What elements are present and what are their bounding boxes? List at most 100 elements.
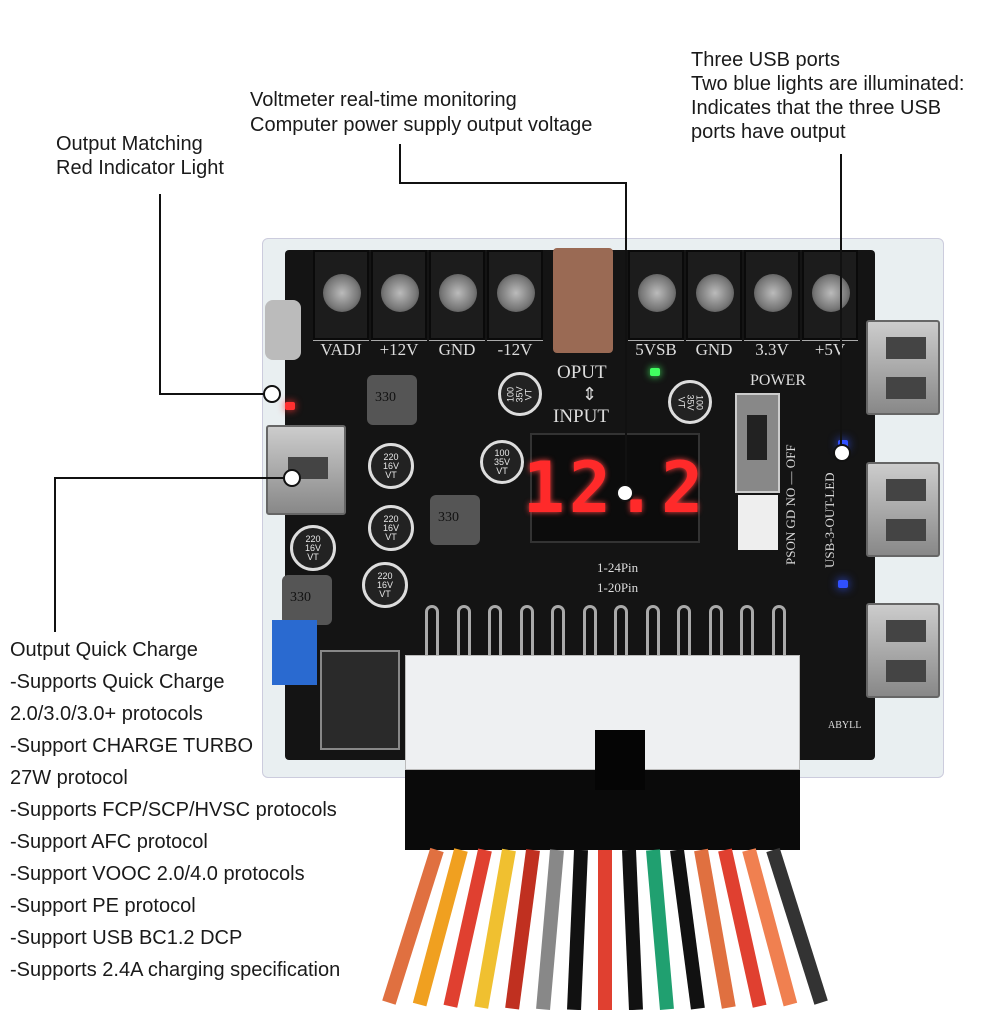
wire [536, 849, 564, 1010]
callout-line [625, 182, 627, 487]
caption-line: Red Indicator Light [56, 157, 224, 179]
callout-line [840, 154, 842, 449]
red-led [285, 402, 295, 410]
caption-quick-charge: Output Quick Charge -Supports Quick Char… [10, 634, 340, 986]
capacitor: 220 16V VT [290, 525, 336, 571]
capacitor-label: 220 16V VT [382, 451, 399, 480]
usb-port-1 [866, 320, 940, 415]
inductor: 330 [282, 575, 332, 625]
oput-label: OPUT [557, 362, 607, 383]
screw-icon [812, 274, 850, 312]
capacitor-label: 220 16V VT [376, 570, 393, 599]
caption-output-matching: Output Matching Red Indicator Light [56, 132, 224, 180]
usb-c-port [265, 300, 301, 360]
terminal-label: 5VSB [628, 340, 684, 359]
usb-led-label: USB-3-OUT-LED [822, 472, 837, 568]
callout-line [54, 477, 56, 632]
caption-line: -Supports Quick Charge [10, 671, 225, 693]
usb-port-2 [866, 462, 940, 557]
caption-voltmeter: Voltmeter real-time monitoring Computer … [250, 88, 592, 138]
caption-line: ports have output [691, 121, 846, 143]
pin [551, 605, 565, 660]
caption-line: 2.0/3.0/3.0+ protocols [10, 703, 203, 725]
capacitor-label: 100 35V VT [505, 386, 534, 403]
screw-icon [439, 274, 477, 312]
terminal-label: VADJ [313, 340, 369, 359]
terminal-3v3 [744, 250, 800, 340]
terminal-gnd2 [686, 250, 742, 340]
capacitor [553, 248, 613, 353]
usb-port-3 [866, 603, 940, 698]
connector-2pin [738, 495, 778, 550]
terminal-label: -12V [487, 340, 543, 359]
switch-label: PSON GD NO — OFF [783, 444, 798, 565]
power-switch[interactable] [735, 393, 780, 493]
terminal-label: GND [686, 340, 742, 359]
caption-line: -Support AFC protocol [10, 831, 208, 853]
callout-dot [283, 469, 301, 487]
capacitor: 220 16V VT [368, 443, 414, 489]
terminal-12v [371, 250, 427, 340]
caption-line: -Support PE protocol [10, 895, 196, 917]
screw-icon [638, 274, 676, 312]
pin [488, 605, 502, 660]
pin [519, 605, 534, 660]
capacitor-label: 220 16V VT [304, 533, 321, 562]
callout-dot [616, 484, 634, 502]
callout-dot [833, 444, 851, 462]
callout-line [399, 144, 401, 184]
potentiometer[interactable] [272, 620, 317, 685]
arrow-updown-icon: ⇕ [582, 384, 598, 404]
caption-line: 27W protocol [10, 767, 128, 789]
caption-usb-ports: Three USB ports Two blue lights are illu… [691, 48, 964, 144]
caption-line: Indicates that the three USB [691, 97, 942, 119]
inductor: 330 [367, 375, 417, 425]
capacitor: 100 35V VT [498, 372, 542, 416]
usb-quick-charge-port [266, 425, 346, 515]
pin [425, 605, 439, 660]
green-led [650, 368, 660, 376]
terminal-label: GND [429, 340, 485, 359]
pin24-label: 1-24Pin [597, 560, 639, 575]
caption-line: Computer power supply output voltage [250, 114, 593, 136]
terminal-gnd [429, 250, 485, 340]
capacitor-label: 100 35V VT [676, 393, 705, 410]
plug-latch [595, 730, 645, 790]
capacitor: 100 35V VT [480, 440, 524, 484]
screw-icon [497, 274, 535, 312]
caption-line: -Supports 2.4A charging specification [10, 959, 341, 981]
blue-led [838, 580, 848, 588]
callout-line [399, 182, 627, 184]
callout-line [159, 194, 161, 394]
callout-line [54, 477, 286, 479]
screw-icon [754, 274, 792, 312]
terminal-label: +5V [802, 340, 858, 359]
caption-line: Two blue lights are illuminated: [691, 73, 965, 95]
terminal-vadj [313, 250, 369, 340]
pin20-label: 1-20Pin [597, 580, 639, 595]
pin [614, 605, 628, 660]
pin [677, 605, 691, 660]
screw-icon [696, 274, 734, 312]
wire [598, 850, 612, 1010]
screw-icon [381, 274, 419, 312]
wire [646, 849, 674, 1010]
callout-dot [263, 385, 281, 403]
pin [645, 605, 660, 660]
voltmeter-display: 12.2 [523, 433, 703, 543]
capacitor: 220 16V VT [368, 505, 414, 551]
caption-line: Three USB ports [691, 49, 840, 71]
caption-line: Output Matching [56, 133, 203, 155]
screw-icon [323, 274, 361, 312]
terminal-label: +12V [371, 340, 427, 359]
capacitor-label: 100 35V VT [493, 447, 510, 476]
capacitor: 100 35V VT [668, 380, 712, 424]
capacitor: 220 16V VT [362, 562, 408, 608]
voltage-readout: 12.2 [522, 447, 708, 529]
brand-label: ABYLL [828, 720, 862, 731]
pin [771, 605, 786, 660]
callout-line [159, 393, 269, 395]
pin [456, 605, 471, 660]
terminal-neg12v [487, 250, 543, 340]
terminal-5v [802, 250, 858, 340]
